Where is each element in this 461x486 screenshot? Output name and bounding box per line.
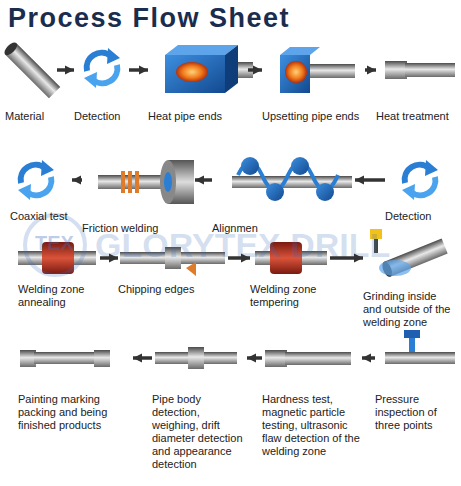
process-step: Detection xyxy=(74,38,129,133)
step-caption: Upsetting pipe ends xyxy=(262,110,365,123)
step-caption: Chipping edges xyxy=(118,283,228,296)
step-caption: Coaxial test xyxy=(10,210,72,223)
flow-arrow xyxy=(365,68,376,72)
step-caption: Painting marking packing and being finis… xyxy=(18,393,133,432)
process-step: Coaxial test xyxy=(10,150,72,235)
step-caption: Material xyxy=(5,110,57,123)
flow-arrow xyxy=(129,68,148,72)
step-caption: Heat treatment xyxy=(376,110,456,123)
step-caption: Detection xyxy=(385,210,455,223)
title: Process Flow Sheet xyxy=(8,3,290,34)
step-caption: Pressure inspection of three points xyxy=(375,393,455,432)
process-step: Detection xyxy=(385,150,455,235)
process-step: Alignmen xyxy=(212,150,355,235)
process-step: Pressure inspection of three points xyxy=(375,335,455,475)
process-step: Heat treatment xyxy=(376,38,456,133)
process-step: Upsetting pipe ends xyxy=(262,38,365,133)
process-step: Pipe body detection, weighing, drift dia… xyxy=(152,335,247,475)
step-caption: Pipe body detection, weighing, drift dia… xyxy=(152,393,247,471)
process-step: Friction welding xyxy=(82,150,195,235)
flow-arrow xyxy=(247,356,262,360)
flow-arrow xyxy=(330,256,363,260)
flow-arrow xyxy=(100,256,118,260)
step-caption: Detection xyxy=(74,110,129,123)
step-caption: Welding zone annealing xyxy=(18,283,100,309)
flow-arrow xyxy=(57,68,74,72)
process-step: Material xyxy=(5,38,57,133)
step-caption: Welding zone tempering xyxy=(250,283,330,309)
flow-arrow xyxy=(133,356,152,360)
flow-arrow xyxy=(195,178,212,182)
flow-arrow xyxy=(72,178,82,182)
process-step: Hardness test, magnetic particle testing… xyxy=(262,335,362,475)
step-caption: Heat pipe ends xyxy=(148,110,248,123)
step-caption: Grinding inside and outside of the weldi… xyxy=(363,290,455,329)
watermark: GLORYTEX DRILL xyxy=(95,226,390,265)
flow-arrow xyxy=(355,178,385,182)
flow-arrow xyxy=(248,68,262,72)
flow-arrow xyxy=(362,356,375,360)
step-caption: Hardness test, magnetic particle testing… xyxy=(262,393,362,458)
process-step: Heat pipe ends xyxy=(148,38,248,133)
process-step: Painting marking packing and being finis… xyxy=(18,335,133,475)
watermark-logo: TEX xyxy=(35,232,74,255)
flow-arrow xyxy=(228,256,250,260)
